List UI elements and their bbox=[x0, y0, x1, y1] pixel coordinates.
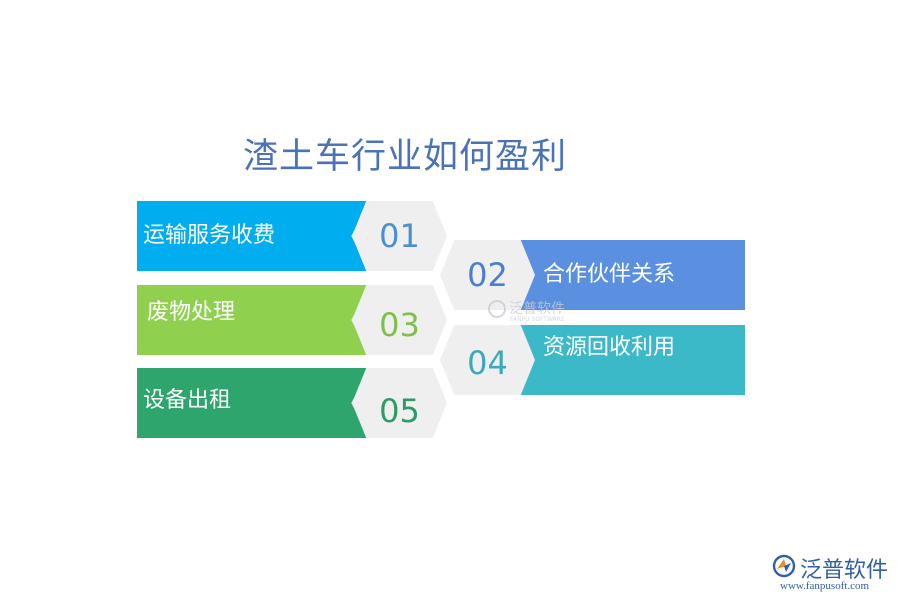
watermark: 泛普软件 FANPU SOFTWARE bbox=[488, 298, 565, 323]
item-02-label: 合作伙伴关系 bbox=[543, 262, 676, 287]
item-03-band bbox=[137, 285, 370, 355]
item-04: 04 资源回收利用 bbox=[440, 325, 760, 395]
item-03-hexagon bbox=[352, 285, 447, 355]
item-04-number: 04 bbox=[467, 344, 508, 382]
item-02: 02 合作伙伴关系 bbox=[440, 240, 760, 310]
fanpu-logo-icon bbox=[772, 554, 796, 578]
brand-name: 泛普软件 bbox=[800, 558, 889, 583]
item-02-hexagon bbox=[440, 240, 535, 310]
watermark-sub: FANPU SOFTWARE bbox=[510, 316, 565, 323]
item-01-label: 运输服务收费 bbox=[143, 223, 276, 248]
watermark-name: 泛普软件 bbox=[509, 301, 565, 317]
item-03-number: 03 bbox=[379, 306, 420, 344]
item-01: 01 运输服务收费 bbox=[137, 201, 457, 271]
item-04-label: 资源回收利用 bbox=[543, 335, 676, 360]
item-05: 05 设备出租 bbox=[137, 368, 457, 438]
item-05-hexagon bbox=[352, 368, 447, 438]
item-05-label: 设备出租 bbox=[143, 388, 232, 413]
item-03: 03 废物处理 bbox=[137, 285, 457, 355]
item-01-hexagon bbox=[352, 201, 447, 271]
fanpu-logo-icon bbox=[488, 300, 506, 318]
item-05-number: 05 bbox=[379, 392, 420, 430]
item-04-band bbox=[515, 325, 745, 395]
page-title: 渣土车行业如何盈利 bbox=[243, 137, 568, 177]
item-02-band bbox=[515, 240, 745, 310]
item-04-hexagon bbox=[440, 325, 535, 395]
item-01-band bbox=[137, 201, 370, 271]
item-03-label: 废物处理 bbox=[147, 300, 236, 325]
item-01-number: 01 bbox=[379, 217, 420, 255]
item-05-band bbox=[137, 368, 370, 438]
brand-url: www.fanpusoft.com bbox=[780, 580, 870, 592]
item-02-number: 02 bbox=[467, 256, 508, 294]
